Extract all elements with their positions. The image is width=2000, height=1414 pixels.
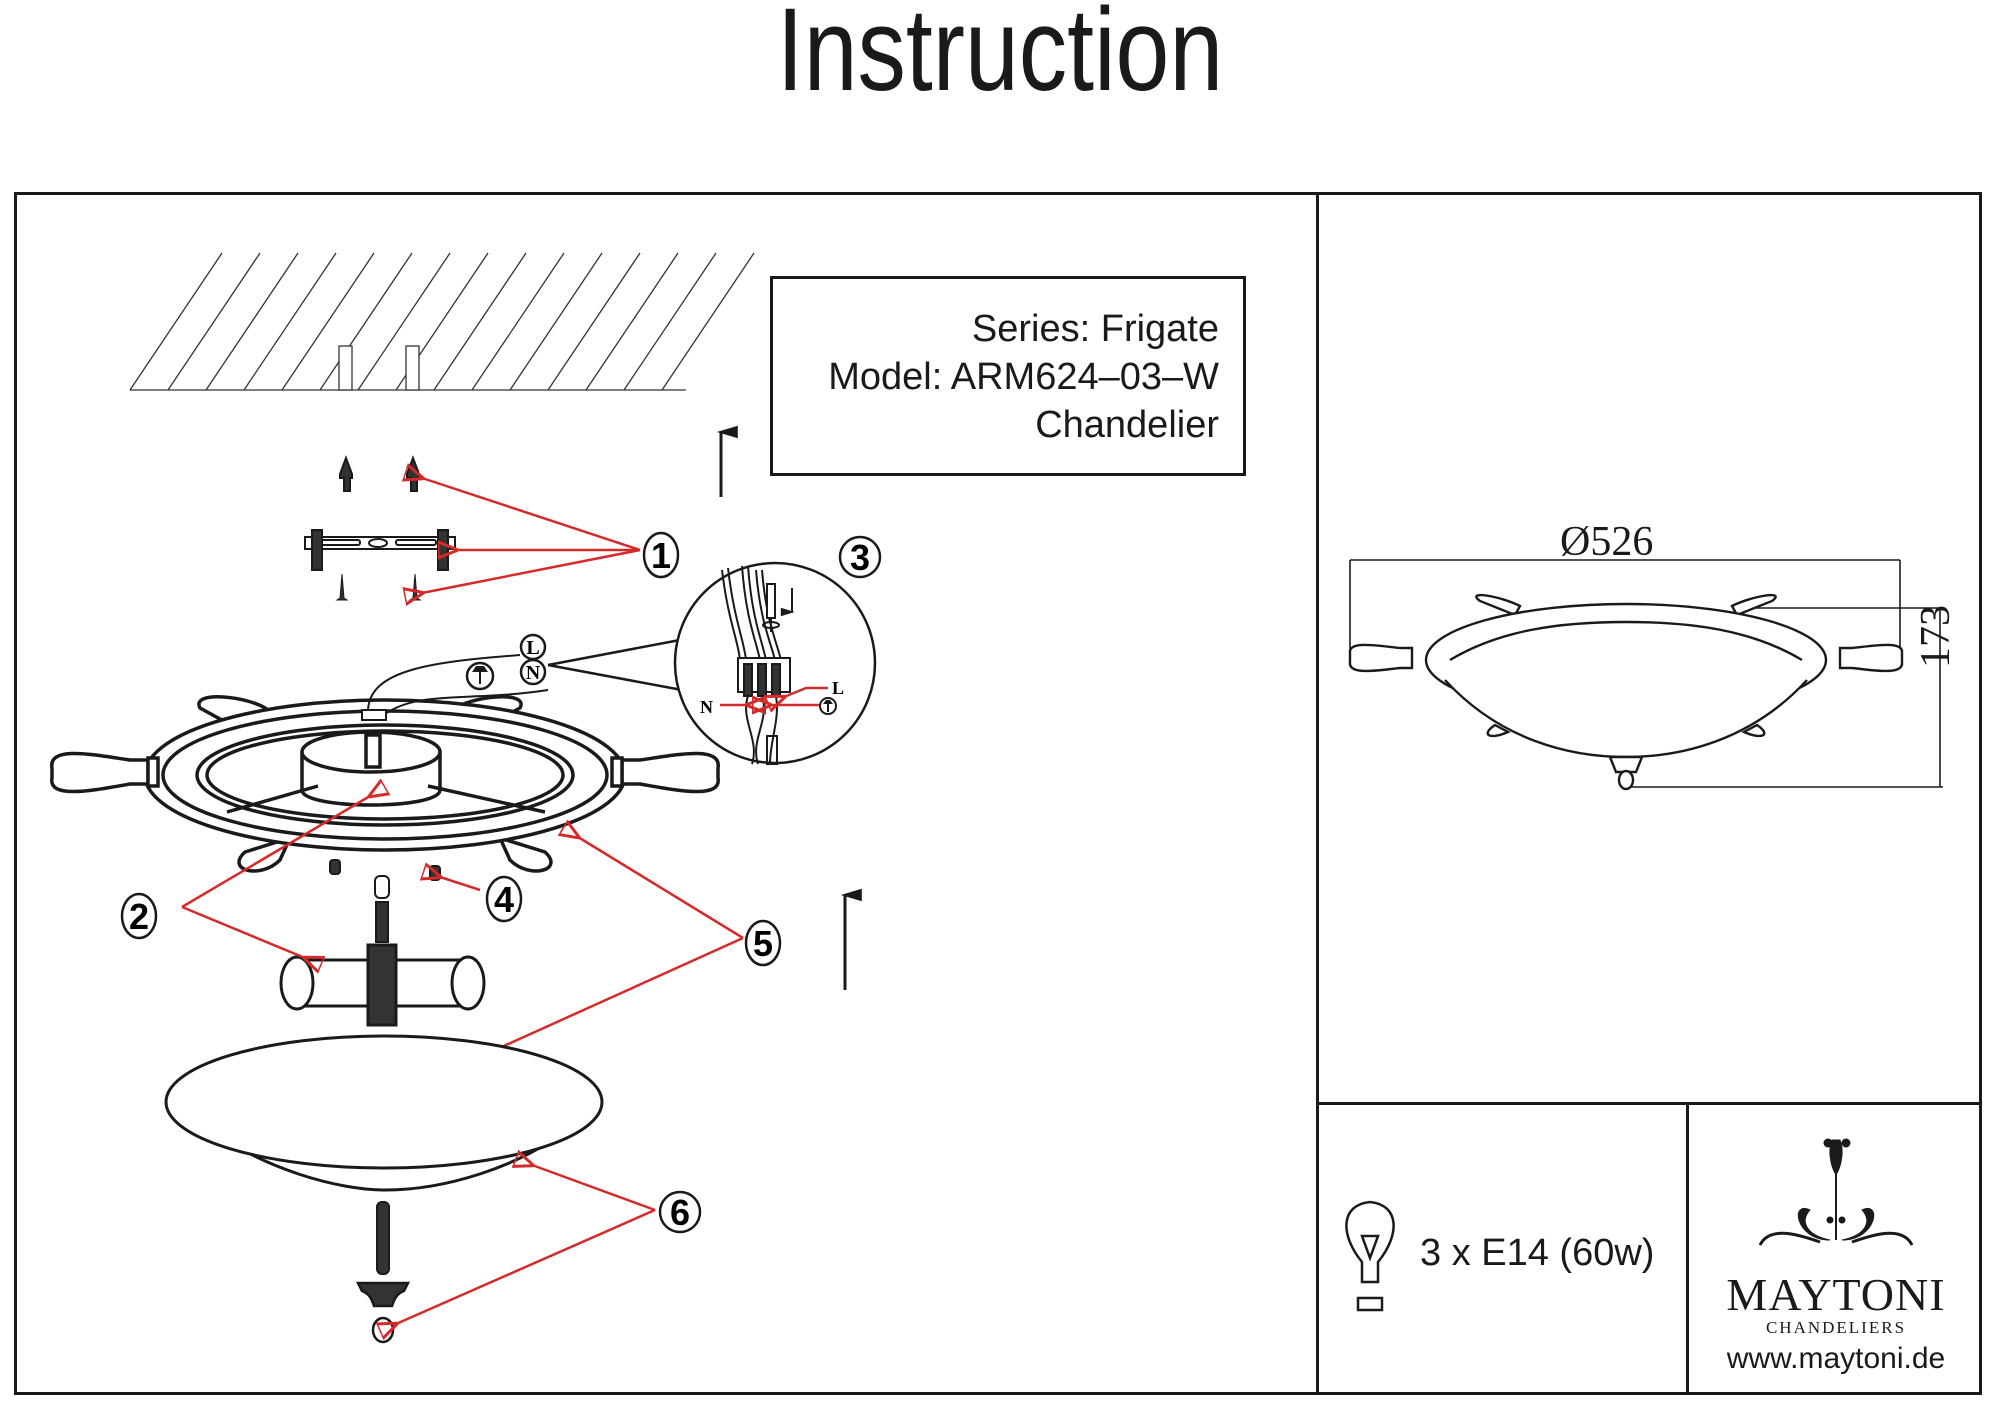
svg-text:N: N xyxy=(526,662,541,684)
dimension-drawing xyxy=(1349,559,1943,788)
svg-text:5: 5 xyxy=(753,923,773,964)
detail-ground-icon xyxy=(819,697,837,715)
callout-arrows-2 xyxy=(181,796,370,958)
callout-arrows-1 xyxy=(422,478,641,593)
wiring-detail-magnifier xyxy=(547,561,877,765)
svg-text:L: L xyxy=(526,637,539,659)
detail-neutral-label: N xyxy=(700,697,713,717)
screw-icon xyxy=(335,573,422,601)
svg-text:1: 1 xyxy=(651,535,671,576)
panel-divider-footer xyxy=(1686,1102,1689,1395)
step-1-marker: 1 xyxy=(642,531,680,579)
panel-divider-horizontal xyxy=(1316,1102,1982,1105)
model-label: Model: ARM624–03–W xyxy=(828,356,1219,398)
ceiling-hatch xyxy=(129,252,755,391)
wire-label-live: L xyxy=(519,633,547,661)
svg-text:3: 3 xyxy=(850,537,870,578)
product-info-box: Series: Frigate Model: ARM624–03–W Chand… xyxy=(770,276,1246,476)
page-title: Instruction xyxy=(776,0,1224,116)
glass-shade xyxy=(164,1034,604,1192)
terminal-block-icon xyxy=(361,654,549,721)
brand-subtitle: CHANDELIERS xyxy=(1765,1318,1907,1337)
threaded-rod-icon xyxy=(374,875,390,943)
height-dimension: 173 xyxy=(1913,605,1959,668)
light-bulb-icon xyxy=(1345,1200,1395,1312)
svg-text:6: 6 xyxy=(670,1192,690,1233)
wire-label-neutral: N xyxy=(519,658,547,686)
socket-holder-icon xyxy=(279,943,486,1027)
brand-name: MAYTONI xyxy=(1726,1269,1946,1320)
finial-cap-icon xyxy=(355,1281,411,1344)
step-3-marker: 3 xyxy=(838,535,882,579)
drawing-frame xyxy=(14,192,1982,1395)
ground-icon xyxy=(465,661,495,691)
step-2-marker: 2 xyxy=(120,892,158,940)
detail-live-label: L xyxy=(832,678,844,698)
finial-rod-icon xyxy=(376,1201,390,1275)
step-6-marker: 6 xyxy=(658,1190,702,1234)
product-type-label: Chandelier xyxy=(1035,404,1219,446)
mounting-bar-icon xyxy=(304,529,456,571)
wall-plug-icon xyxy=(339,455,420,492)
callout-arrows-5 xyxy=(495,837,744,1050)
diameter-dimension: Ø526 xyxy=(1560,519,1654,565)
wiring-detail-contents xyxy=(721,565,795,765)
callout-arrows-6 xyxy=(396,1165,656,1324)
step-5-marker: 5 xyxy=(744,919,782,967)
svg-text:4: 4 xyxy=(494,879,514,920)
series-label: Series: Frigate xyxy=(971,308,1219,350)
brand-website-link[interactable]: www.maytoni.de xyxy=(1726,1342,1946,1375)
panel-divider-vertical xyxy=(1316,192,1319,1395)
wiring-detail-arrows xyxy=(720,686,828,705)
ship-wheel-frame xyxy=(50,695,720,873)
step-4-marker: 4 xyxy=(485,875,523,923)
callout-arrow-4 xyxy=(440,877,481,892)
chandelier-ornament-icon xyxy=(1758,1138,1914,1246)
svg-text:2: 2 xyxy=(129,896,149,937)
side-view-lamp xyxy=(1348,593,1904,791)
lamp-spec: 3 x E14 (60w) xyxy=(1420,1232,1655,1274)
